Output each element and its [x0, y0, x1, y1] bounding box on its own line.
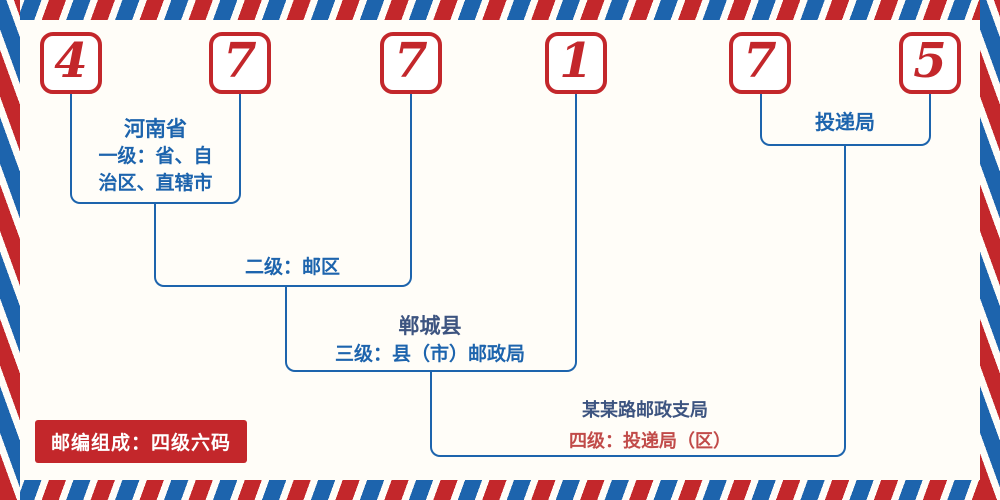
level1-description: 一级：省、自 治区、直辖市: [73, 143, 238, 197]
province-label: 河南省: [124, 117, 187, 141]
level4-description: 四级：投递局（区）: [569, 431, 731, 452]
connector-level4-left: [430, 370, 639, 457]
connector-level4-right: [638, 145, 846, 457]
connector-level2-left: [154, 203, 286, 287]
airmail-border-bottom: [0, 480, 1000, 500]
digit-3: 7: [394, 33, 428, 89]
connector-level3-right: [430, 94, 577, 372]
digit-1: 4: [54, 33, 88, 89]
delivery-office-label: 投递局: [815, 110, 875, 134]
level3-description: 三级：县（市）邮政局: [334, 343, 525, 365]
digit-4: 1: [559, 33, 593, 89]
digit-box-4: 1: [545, 32, 607, 94]
level1-description-line1: 一级：省、自: [98, 145, 213, 167]
connector-level3-left: [285, 285, 431, 372]
postal-code-composition-badge: 邮编组成：四级六码: [35, 420, 248, 463]
digit-box-1: 4: [40, 32, 102, 94]
digit-box-3: 7: [380, 32, 442, 94]
level2-description: 二级：邮区: [244, 256, 340, 278]
digit-2: 7: [223, 33, 257, 89]
airmail-border-left: [0, 0, 20, 500]
digit-5: 7: [743, 33, 777, 89]
county-label: 郸城县: [398, 314, 462, 338]
connector-level2-right: [285, 94, 412, 287]
digit-box-5: 7: [729, 32, 791, 94]
airmail-border-top: [0, 0, 1000, 20]
digit-box-6: 5: [899, 32, 961, 94]
digit-6: 5: [913, 33, 947, 89]
bracket-delivery-digits: [760, 94, 931, 146]
airmail-border-right: [980, 0, 1000, 500]
branch-office-label: 某某路邮政支局: [582, 400, 708, 421]
digit-box-2: 7: [209, 32, 271, 94]
level1-description-line2: 治区、直辖市: [98, 172, 213, 194]
